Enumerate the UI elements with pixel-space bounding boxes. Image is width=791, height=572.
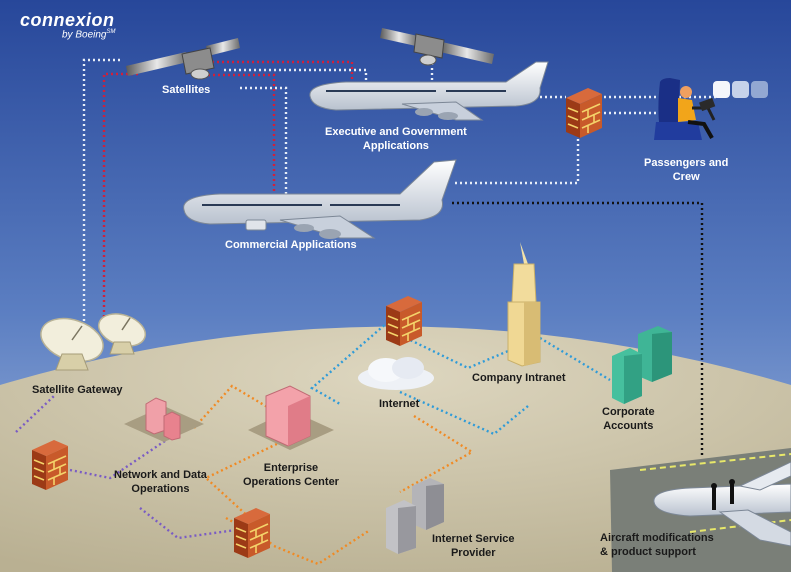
server-block-icon: [612, 326, 672, 404]
label-isp-line1: Internet Service: [432, 533, 515, 545]
square-2: [732, 81, 749, 98]
satellite-dish-icon-2: [97, 313, 147, 355]
label-passengers-line1: Passengers and: [644, 157, 729, 169]
square-3: [751, 81, 768, 98]
link-satellite-gateway-white: [82, 58, 120, 330]
jumbo-jet-icon: [309, 61, 549, 121]
label-corporate-line2: Accounts: [603, 420, 654, 432]
label-passengers: Passengers and Crew: [644, 156, 728, 184]
link-firewall-intranet-blue: [405, 336, 521, 370]
logo-byline: by BoeingSM: [62, 29, 115, 40]
label-executive-line1: Executive and Government: [325, 126, 467, 138]
label-executive: Executive and Government Applications: [325, 125, 467, 153]
link-satellite-commercial-red: [198, 73, 276, 200]
connexion-logo: connexion by BoeingSM: [20, 10, 115, 40]
link-satellite-exec-red: [212, 60, 354, 96]
cloud-icon: [358, 357, 434, 390]
link-firewall-isp-orange: [273, 528, 371, 566]
label-network-operations: Network and Data Operations: [114, 468, 207, 496]
label-aircraft-line2: & product support: [600, 546, 696, 558]
link-gateway-ops-purple: [69, 419, 197, 480]
aircraft-support-area: [610, 448, 791, 572]
logo-wordmark: connexion: [20, 10, 115, 30]
ground-dome: [0, 326, 791, 572]
label-aircraft-line1: Aircraft modifications: [600, 532, 714, 544]
logo-by: by Boeing: [62, 29, 107, 41]
satellite-icon: [126, 38, 240, 80]
logo-service-mark: SM: [106, 29, 116, 35]
link-firewall-internet-blue: [309, 321, 389, 406]
label-network-line1: Network and Data: [114, 469, 207, 481]
label-isp: Internet Service Provider: [432, 532, 515, 560]
link-satellite-commercial-white: [240, 86, 288, 196]
label-satellite-gateway: Satellite Gateway: [32, 384, 123, 396]
satellite-icon-2: [380, 28, 494, 66]
passenger-icon: [654, 78, 716, 140]
jumbo-jet-icon-2: [183, 159, 457, 239]
label-executive-line2: Applications: [362, 140, 429, 152]
link-intranet-corporate-blue: [539, 336, 611, 382]
link-commercial-firewall-white: [455, 135, 580, 185]
label-aircraft-support: Aircraft modifications & product support: [600, 531, 714, 559]
label-company-intranet: Company Intranet: [472, 372, 566, 384]
office-tower-icon: [507, 242, 541, 367]
label-corporate-line1: Corporate: [602, 406, 655, 418]
label-enterprise-line2: Operations Center: [243, 476, 339, 488]
label-isp-line2: Provider: [450, 547, 496, 559]
decorative-squares: [713, 81, 770, 103]
server-block-icon-isp: [386, 478, 444, 554]
label-satellites: Satellites: [162, 84, 211, 96]
label-enterprise-line1: Enterprise: [263, 462, 319, 474]
label-corporate-accounts: Corporate Accounts: [602, 405, 655, 433]
label-enterprise-center: Enterprise Operations Center: [243, 461, 339, 489]
label-commercial: Commercial Applications: [225, 239, 357, 251]
label-passengers-line2: Crew: [672, 171, 700, 183]
label-internet: Internet: [379, 398, 420, 410]
satellite-dish-icon: [40, 317, 104, 371]
label-network-line2: Operations: [131, 483, 190, 495]
network-operations-icon: [124, 397, 204, 442]
link-gateway-firewall-purple: [15, 395, 55, 433]
square-1: [713, 81, 730, 98]
link-commercial-support-black: [452, 201, 704, 458]
link-ops-firewall-purple: [139, 507, 237, 540]
link-satellite-gateway-red: [102, 72, 138, 322]
enterprise-center-icon: [248, 385, 334, 450]
